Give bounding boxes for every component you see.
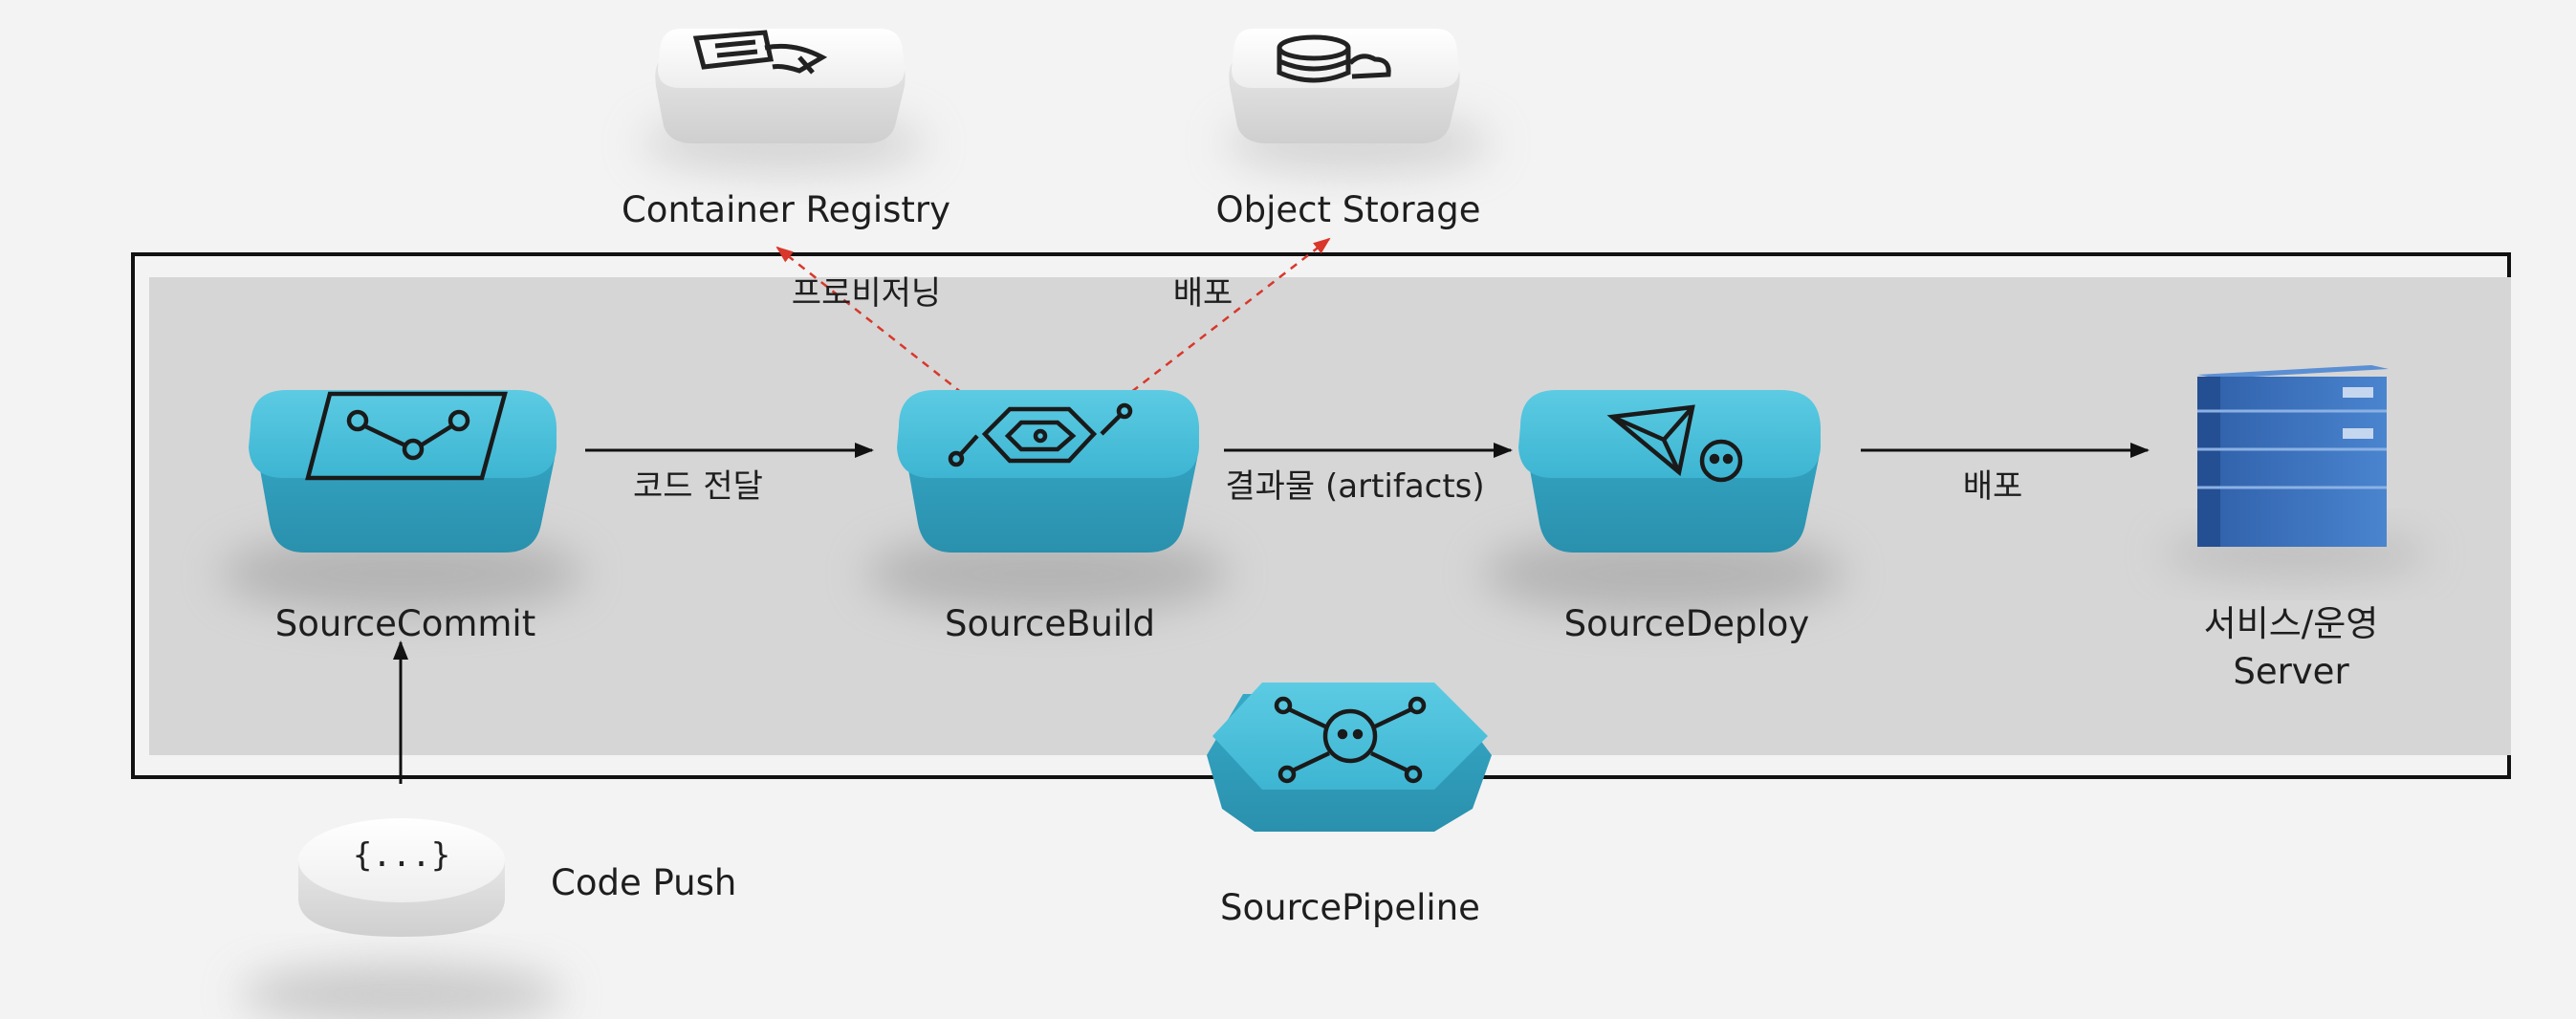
source-deploy-tile [1482, 390, 1845, 616]
label-source-commit: SourceCommit [275, 603, 535, 644]
pipeline-icon [1274, 696, 1427, 784]
object-storage-tile [1224, 29, 1492, 174]
git-repo-icon [305, 391, 508, 481]
label-source-pipeline: SourcePipeline [1220, 887, 1480, 928]
label-object-storage: Object Storage [1215, 189, 1480, 230]
label-code-transfer: 코드 전달 [633, 467, 763, 506]
label-source-deploy: SourceDeploy [1564, 603, 1810, 644]
deploy-storage-line [1108, 237, 1331, 410]
source-commit-tile [220, 390, 583, 616]
label-container-registry: Container Registry [622, 189, 950, 230]
label-code-push: Code Push [551, 862, 736, 903]
registry-icon [692, 30, 828, 75]
storage-icon [1277, 34, 1391, 83]
pipeline-panel [149, 277, 2511, 755]
source-build-tile [865, 390, 1229, 616]
container-registry-tile [641, 29, 928, 174]
build-icon [948, 402, 1133, 467]
server-icon [2161, 365, 2429, 577]
source-pipeline-tile [1207, 683, 1492, 832]
label-server-line2: Server [2233, 651, 2349, 692]
code-brace-icon: {...} [353, 836, 450, 875]
label-deploy-storage: 배포 [1173, 274, 1233, 313]
label-server-line1: 서비스/운영 [2204, 603, 2379, 644]
label-provisioning: 프로비저닝 [792, 274, 941, 313]
code-push-tile: {...} [239, 818, 564, 1019]
label-deploy-server: 배포 [1963, 467, 2023, 506]
deploy-icon [1606, 404, 1743, 483]
label-artifacts: 결과물 (artifacts) [1225, 467, 1484, 506]
provisioning-line [775, 246, 986, 412]
label-source-build: SourceBuild [945, 603, 1155, 644]
